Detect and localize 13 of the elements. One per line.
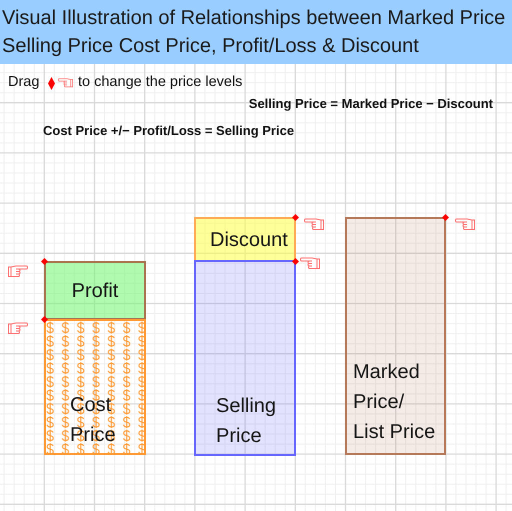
instruction-text: Drag <box>8 74 40 91</box>
bar-label: Selling Price <box>216 394 278 449</box>
selling-price-bar <box>194 260 296 456</box>
formula-text: Selling Price = Marked Price − Discount <box>248 96 493 112</box>
bar-label: Profit <box>70 278 120 304</box>
formula-text: Cost Price +/− Profit/Loss = Selling Price <box>43 123 294 139</box>
discount-bar <box>194 217 296 262</box>
instruction-text: to change the price levels <box>78 74 242 91</box>
diagram-title: Visual Illustration of Relationships between Marked Price Selling Price Cost Price, Profit/Loss & Discount <box>2 6 506 59</box>
bar-label: Marked Price/ List Price <box>353 360 436 445</box>
profit-bar <box>44 261 146 320</box>
marked-price-bar <box>345 217 446 455</box>
bar-label: Discount <box>210 228 289 253</box>
